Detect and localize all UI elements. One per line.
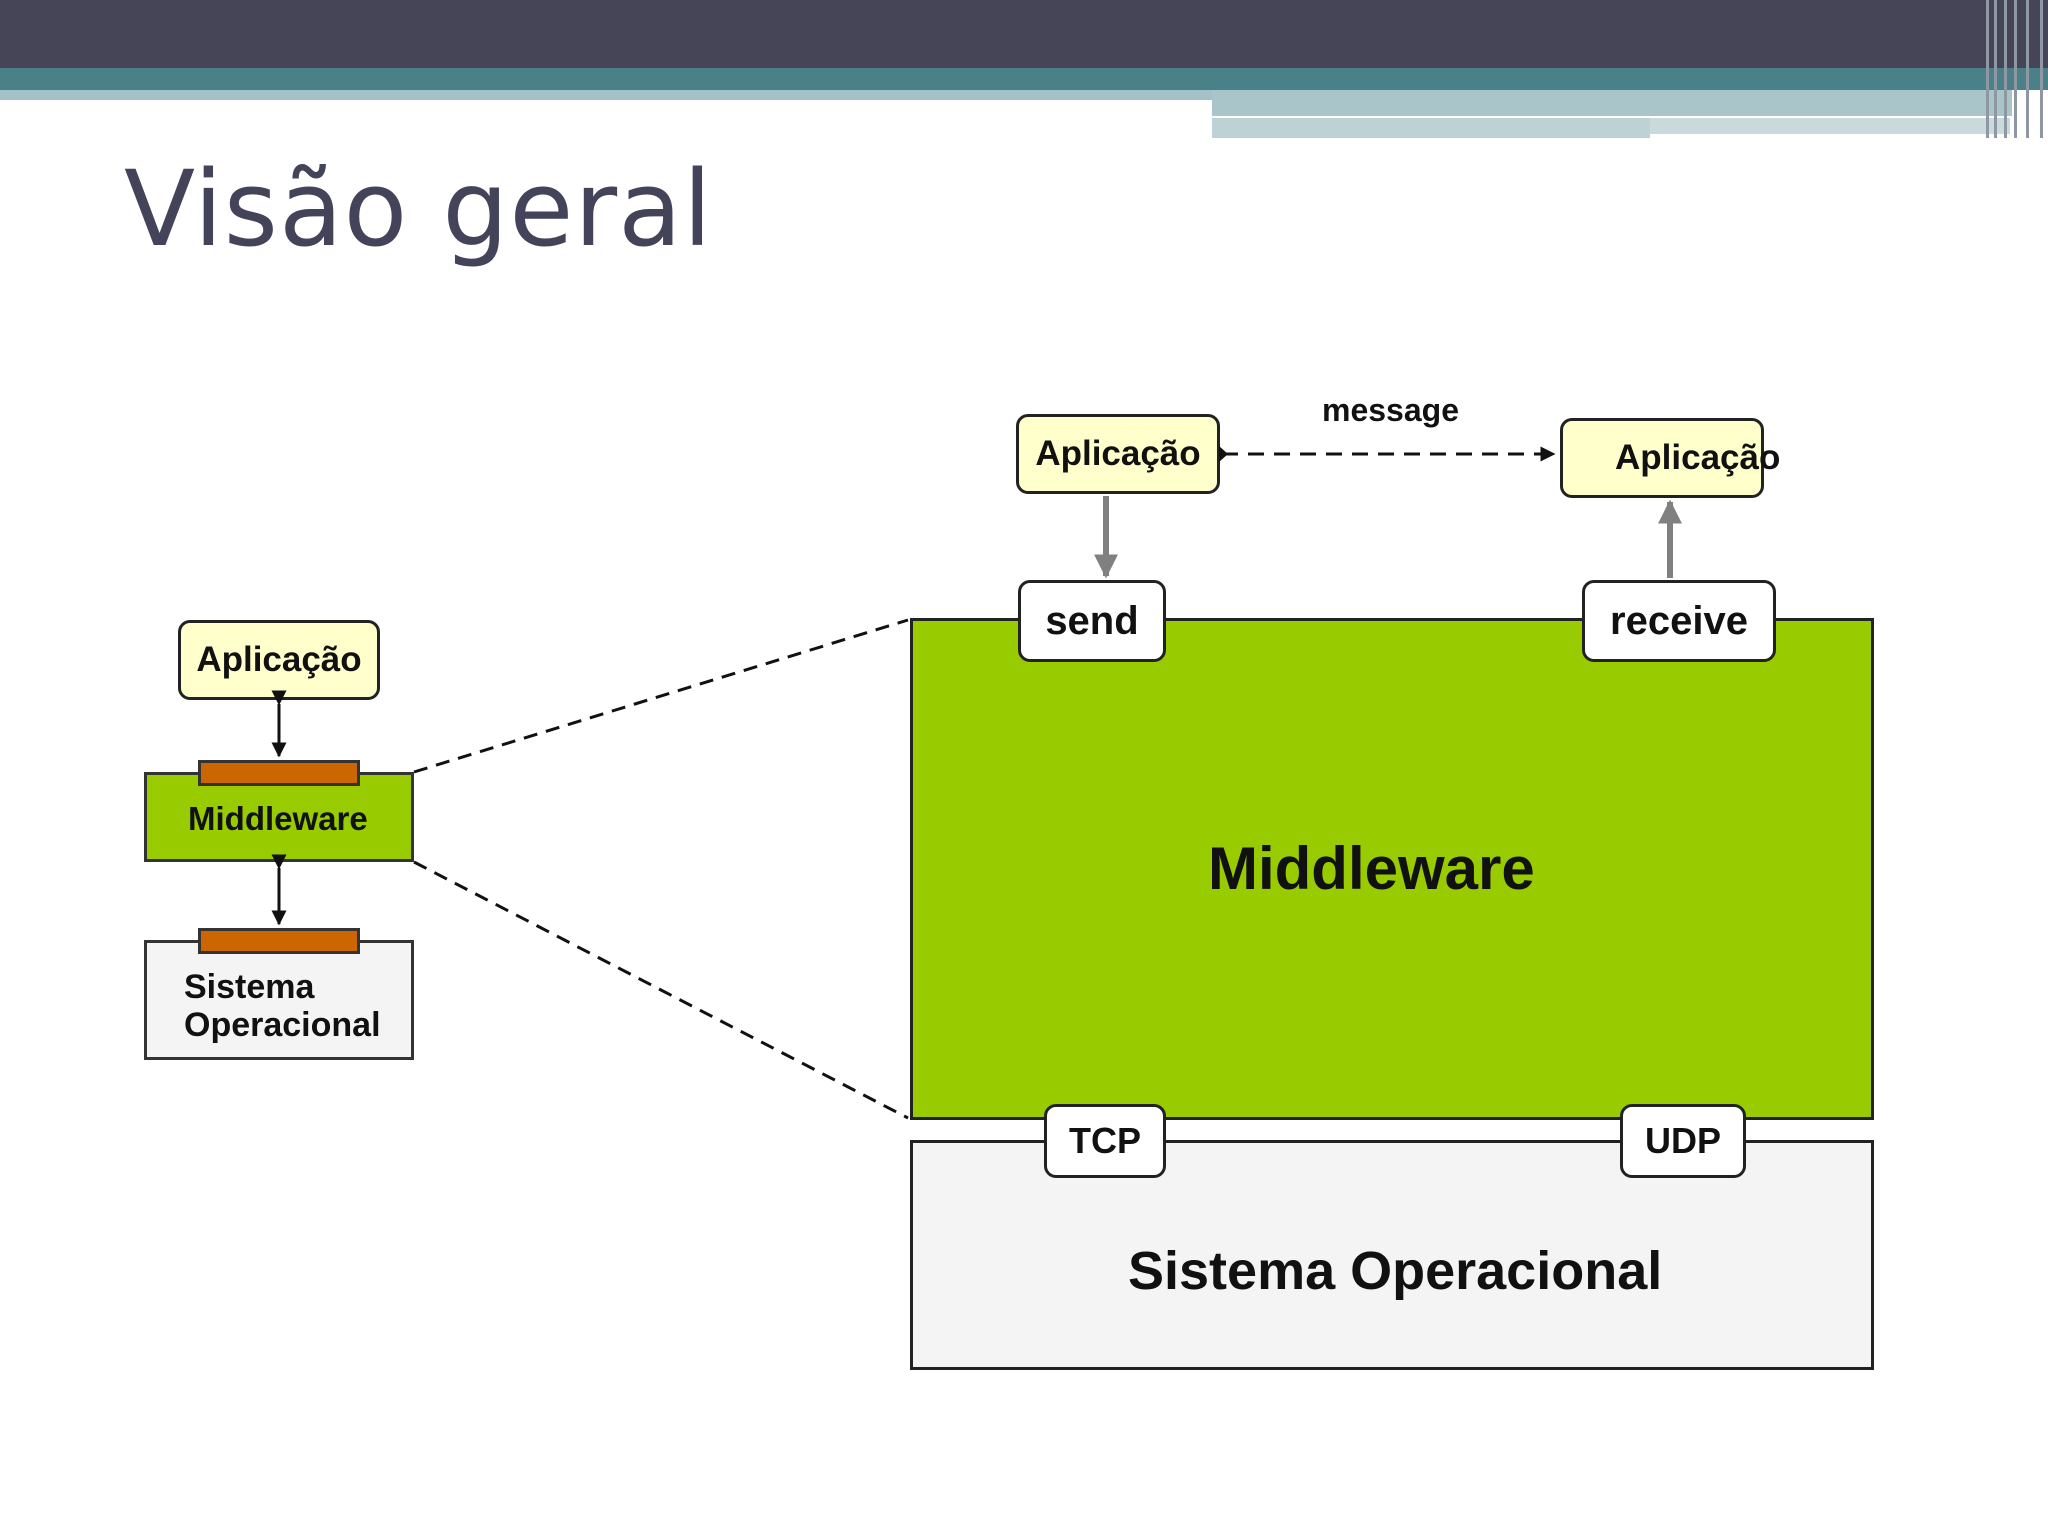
small-os-box (144, 940, 414, 1060)
zoom-dashed-line-top (413, 618, 909, 774)
small-os-label-line2: Operacional (184, 1006, 381, 1044)
small-os-label-line1: Sistema (184, 968, 315, 1006)
header-teal-band (0, 68, 2048, 90)
sender-app-box: Aplicação (1016, 414, 1220, 494)
receive-interface-box: receive (1582, 580, 1776, 662)
small-os-interface (198, 928, 360, 954)
header-decor-bar (2040, 0, 2043, 138)
tcp-label: TCP (1069, 1120, 1141, 1161)
sender-app-label: Aplicação (1035, 434, 1201, 473)
header-strip (1212, 90, 2012, 116)
receiver-app-box: Aplicação (1560, 418, 1780, 498)
receiver-app-label: Aplicação (1615, 438, 1781, 477)
header-decor-bar (1986, 0, 1989, 138)
small-app-label: Aplicação (196, 640, 362, 679)
udp-interface-box: UDP (1620, 1104, 1746, 1178)
large-middleware-box (910, 618, 1874, 1120)
tcp-interface-box: TCP (1044, 1104, 1166, 1178)
zoom-dashed-line-bottom (413, 860, 909, 1120)
header-decor-bar (2026, 0, 2029, 138)
slide-title: Visão geral (124, 148, 713, 270)
header-dark-band (0, 0, 2048, 68)
header-strip (1212, 118, 1650, 138)
header-strip (1650, 118, 2010, 134)
header-decor-bar (1994, 0, 1997, 138)
large-os-box (910, 1140, 1874, 1370)
message-label: message (1322, 392, 1459, 428)
send-interface-box: send (1018, 580, 1166, 662)
small-middleware-interface (198, 760, 360, 786)
receive-label: receive (1610, 598, 1748, 643)
header-decor-bar (2004, 0, 2007, 138)
udp-label: UDP (1644, 1120, 1721, 1161)
large-middleware-label: Middleware (1208, 835, 1535, 902)
large-os-label: Sistema Operacional (1128, 1241, 1663, 1301)
header-decor-bar (2014, 0, 2017, 138)
send-label: send (1045, 598, 1139, 643)
header-light-band (0, 90, 1212, 100)
small-middleware-label: Middleware (188, 800, 368, 837)
message-arrow-tail (1219, 446, 1228, 462)
